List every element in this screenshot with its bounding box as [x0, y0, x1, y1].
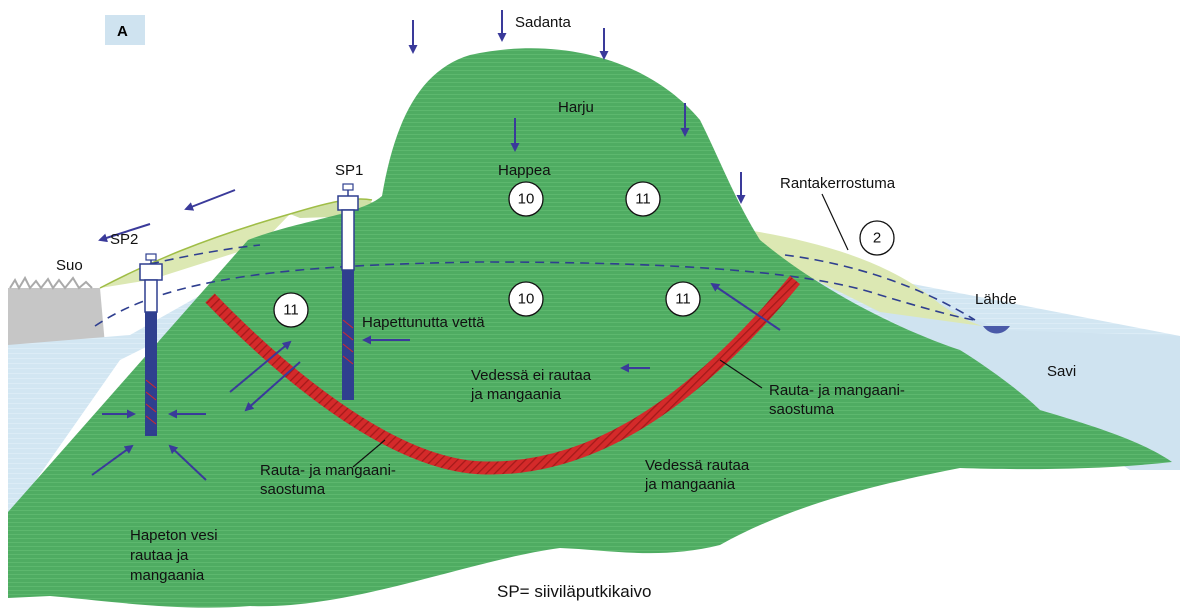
label-sadanta: Sadanta — [515, 14, 572, 31]
label-rantakerrostuma: Rantakerrostuma — [780, 175, 896, 192]
peat-layer — [8, 288, 105, 345]
label-vedessa-ei-rautaa-1: Vedessä ei rautaa — [471, 367, 592, 384]
label-hapeton-3: mangaania — [130, 567, 205, 584]
caption-sp-definition: SP= siiviläputkikaivo — [497, 582, 652, 601]
label-lahde: Lähde — [975, 291, 1017, 308]
label-rauta-right-1: Rauta- ja mangaani- — [769, 382, 905, 399]
label-suo: Suo — [56, 257, 83, 274]
label-hapettunutta-vetta: Hapettunutta vettä — [362, 314, 485, 331]
label-hapeton-1: Hapeton vesi — [130, 527, 218, 544]
label-rauta-right-2: saostuma — [769, 401, 835, 418]
label-harju: Harju — [558, 99, 594, 116]
label-sp1: SP1 — [335, 162, 363, 179]
label-sp2: SP2 — [110, 231, 138, 248]
label-vedessa-ei-rautaa-2: ja mangaania — [470, 386, 562, 403]
marker-10-top: 10 — [518, 191, 535, 208]
label-hapeton-2: rautaa ja — [130, 547, 189, 564]
marker-10-mid: 10 — [518, 291, 535, 308]
marker-11-left: 11 — [283, 302, 299, 319]
label-savi: Savi — [1047, 363, 1076, 380]
wind-arrow — [186, 190, 235, 209]
label-rauta-left-2: saostuma — [260, 481, 326, 498]
label-vedessa-rautaa-1: Vedessä rautaa — [645, 457, 750, 474]
marker-11-top: 11 — [635, 191, 651, 208]
peat-vegetation — [10, 278, 92, 288]
marker-11-right: 11 — [675, 291, 691, 308]
label-rauta-left-1: Rauta- ja mangaani- — [260, 462, 396, 479]
label-happea: Happea — [498, 162, 551, 179]
marker-2: 2 — [873, 230, 881, 247]
label-vedessa-rautaa-2: ja mangaania — [644, 476, 736, 493]
panel-badge: A — [117, 23, 128, 40]
